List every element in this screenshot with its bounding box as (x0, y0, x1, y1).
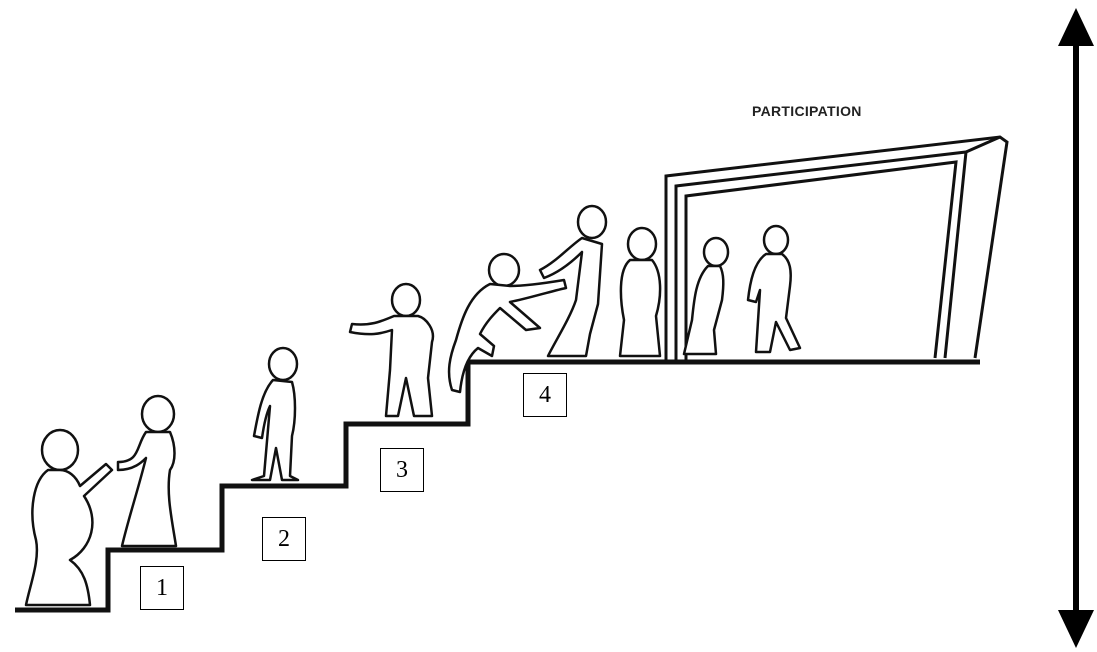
participation-door (664, 135, 1009, 360)
figure-step-2 (250, 346, 300, 482)
step-3-label: 3 (380, 448, 424, 492)
step-4-label: 4 (523, 373, 567, 417)
step-1-label: 1 (140, 566, 184, 610)
figure-step-3 (348, 282, 435, 418)
figure-step-1 (116, 394, 178, 548)
figure-helper-kneeling (24, 428, 114, 607)
participation-label: PARTICIPATION (752, 103, 862, 119)
figure-step-4-climbing (447, 252, 568, 394)
vertical-arrow (1058, 8, 1094, 648)
figure-inside-door (746, 224, 802, 354)
staircase (15, 359, 980, 613)
step-2-label: 2 (262, 517, 306, 561)
figure-at-door (618, 226, 662, 358)
figure-entering-door (682, 236, 730, 356)
figure-step-4-reaching (538, 204, 608, 358)
